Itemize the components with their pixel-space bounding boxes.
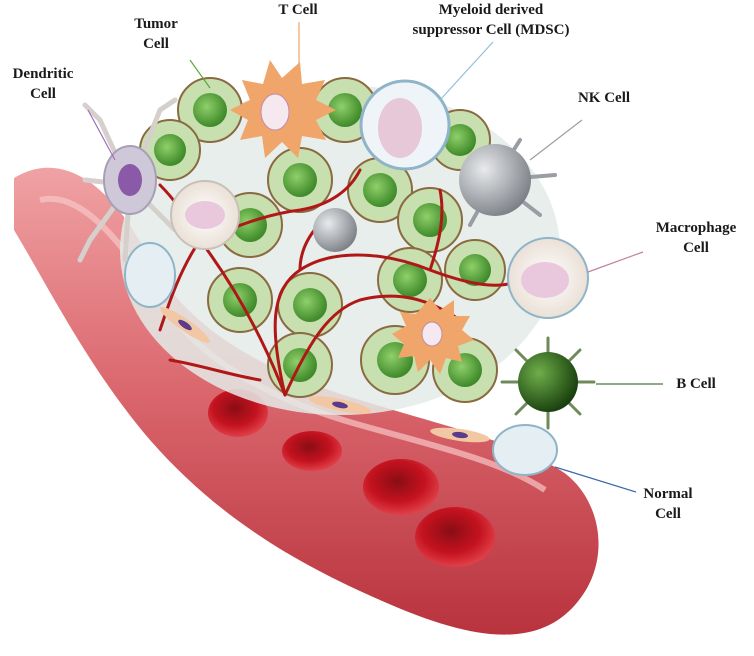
label-mdsc: Myeloid derived suppressor Cell (MDSC) [385,0,597,40]
normal-cell [492,424,558,476]
tumor-cell [397,187,463,253]
red-blood-cell [415,507,495,567]
leader-lines [87,22,663,493]
dendritic-cell [77,97,178,263]
label-nk-cell: NK Cell [564,88,644,108]
tumor-cell [444,239,506,301]
label-t-cell: T Cell [258,0,338,20]
label-dendritic-line1: Dendritic [12,66,74,82]
label-macrophage-cell: Macrophage Cell [644,218,748,258]
leader-line-normal [554,466,637,493]
label-tumor-line1: Tumor [134,16,178,32]
macrophage-cell [170,180,589,319]
label-dendritic-cell: Dendritic Cell [2,64,84,104]
label-bcell-line1: B Cell [676,376,716,392]
b-cell [500,336,596,430]
red-blood-cell [282,431,342,471]
label-tumor-cell: Tumor Cell [120,14,192,54]
label-normal-cell: Normal Cell [632,484,704,524]
label-nk-line1: NK Cell [577,90,631,106]
normal-cell [124,242,176,308]
endothelial-cells [160,307,490,443]
red-blood-cells [208,389,495,567]
label-dendritic-line2: Cell [30,86,56,102]
leader-line-macrophage [587,251,644,273]
leader-line-dendritic [87,109,116,161]
tumor-cell [267,147,333,213]
nk-cell [313,208,357,252]
label-normal-line1: Normal [643,486,693,502]
leader-line-nk [529,119,583,161]
red-blood-cell [363,459,439,515]
t-cells [230,60,474,374]
label-mdsc-line2: suppressor Cell (MDSC) [412,22,570,38]
tumor-cell [277,272,343,338]
normal-cells [124,242,558,476]
label-mdsc-line1: Myeloid derived [438,2,544,18]
leader-line-tumor [189,59,211,89]
tumor-cell [347,157,413,223]
nk-cells [313,138,557,252]
label-normal-line2: Cell [655,506,681,522]
mdsc-cell [359,79,451,171]
t-cell [392,298,474,374]
label-tumor-line2: Cell [143,36,169,52]
label-macrophage-line2: Cell [683,240,709,256]
leader-line-mdsc [439,41,494,101]
tumor-cell [139,119,201,181]
label-b-cell: B Cell [664,374,728,394]
nk-cell [459,138,557,227]
label-tcell-line1: T Cell [278,2,318,18]
label-macrophage-line1: Macrophage [655,220,737,236]
t-cell [230,60,336,158]
